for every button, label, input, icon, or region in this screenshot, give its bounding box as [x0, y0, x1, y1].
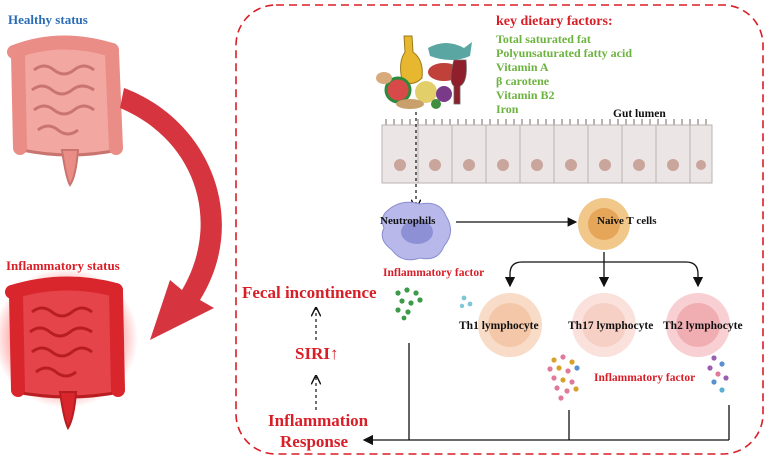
inflammatory-factor-particles-1: [395, 287, 423, 321]
dietary-factors-title: key dietary factors:: [496, 14, 613, 29]
siri-label: SIRI↑: [295, 344, 338, 364]
fecal-incontinence-label: Fecal incontinence: [242, 283, 377, 302]
response-label: Response: [280, 432, 349, 451]
gut-epithelium: [381, 119, 713, 184]
th17-cell-icon: [572, 293, 636, 357]
status-transition-arrow: [120, 88, 222, 340]
naive-t-cell-icon: [578, 198, 630, 250]
th17-label: Th17 lymphocyte: [568, 320, 654, 332]
response-feedback-lines: [362, 343, 730, 446]
th2-label: Th2 lymphocyte: [663, 320, 743, 332]
th1-label: Th1 lymphocyte: [459, 320, 539, 332]
siri-text: SIRI: [295, 344, 330, 363]
food-icon: [376, 35, 472, 109]
healthy-intestine-icon: [7, 35, 123, 187]
dietary-item: Polyunsaturated fatty acid: [496, 46, 632, 60]
inflammatory-factor-label-1: Inflammatory factor: [383, 267, 485, 279]
up-arrow-icon: ↑: [329, 344, 339, 363]
healthy-status-label: Healthy status: [8, 12, 88, 27]
th1-cell-icon: [478, 293, 542, 357]
neutrophils-label: Neutrophils: [380, 215, 436, 227]
neutrophil-cell-icon: [381, 201, 451, 261]
dietary-item: Vitamin B2: [496, 88, 555, 102]
dietary-item: Iron: [496, 102, 519, 116]
dietary-item: β carotene: [496, 74, 550, 88]
inflammatory-status-label: Inflammatory status: [6, 258, 120, 273]
dietary-item: Total saturated fat: [496, 32, 591, 46]
th2-cell-icon: [666, 293, 730, 357]
dietary-item: Vitamin A: [496, 60, 549, 74]
inflamed-intestine-icon: [0, 268, 138, 431]
dashed-frame: [235, 4, 764, 455]
gut-lumen-label: Gut lumen: [613, 108, 666, 120]
inflammation-label: Inflammation: [268, 411, 369, 430]
inflammatory-factor-particles-2: [547, 354, 729, 401]
inflammatory-factor-label-2: Inflammatory factor: [594, 372, 696, 384]
tcell-differentiation-arrows: [504, 252, 704, 288]
naive-t-cells-label: Naive T cells: [597, 215, 657, 227]
small-particles-icon: [459, 295, 473, 309]
